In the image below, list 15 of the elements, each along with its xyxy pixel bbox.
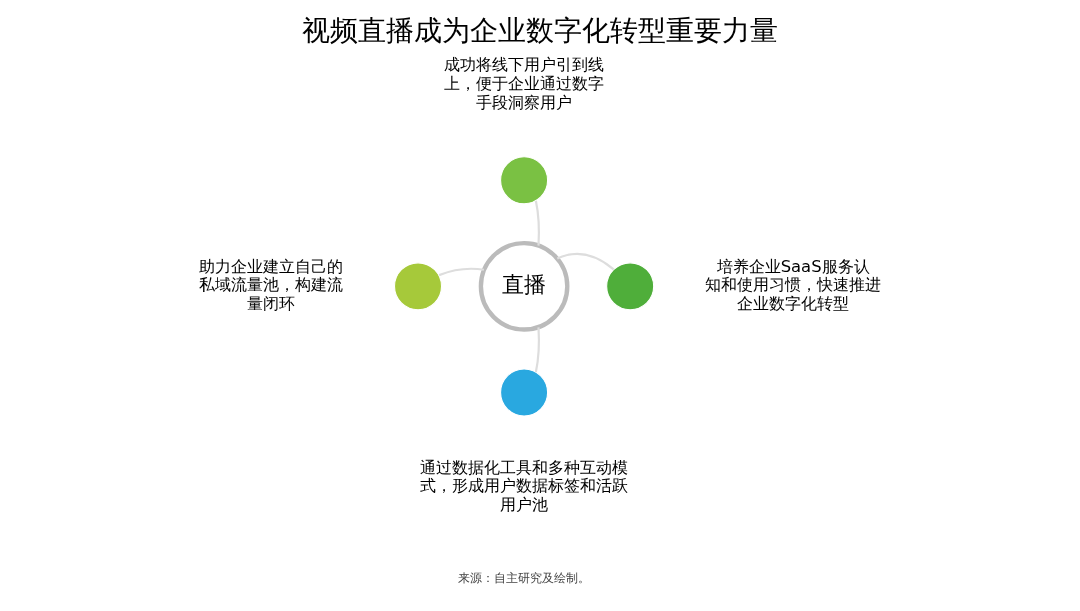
connector [556,252,614,271]
connector [534,200,540,246]
label: 来源：自主研究及绘制。 [457,570,590,585]
node-circle [499,368,548,417]
connector [438,267,484,277]
node-circle [605,262,654,311]
diagram-title: 视频直播成为企业数字化转型重要力量 [302,13,778,47]
node-label: 成功将线下用户引到线上，便于企业通过数字手段洞察用户 [443,55,604,112]
node-circle [393,262,442,311]
node-circle [499,156,548,205]
node-label: 通过数据化工具和多种互动模式，形成用户数据标签和活跃用户池 [419,457,628,514]
node-label: 培养企业SaaS服务认知和使用习惯，快速推进企业数字化转型 [704,256,881,313]
node-circle: 直播 [478,241,569,332]
node-label: 助力企业建立自己的私域流量池，构建流量闭环 [198,256,343,313]
connector [534,327,540,373]
